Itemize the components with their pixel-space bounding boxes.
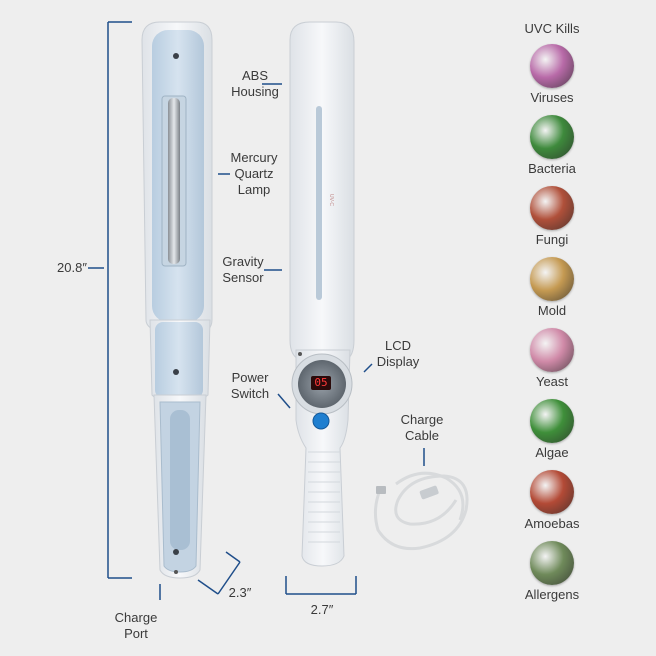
yeast-icon (530, 328, 574, 372)
svg-text:UV-C: UV-C (328, 194, 334, 206)
germ-name: Viruses (530, 90, 574, 105)
germ-item-bacteria: Bacteria (520, 115, 584, 177)
algae-icon (530, 399, 574, 443)
germ-name: Amoebas (524, 516, 580, 531)
fungi-icon (530, 186, 574, 230)
width-dimension-line (159, 551, 241, 600)
length-label: 20.8″ (57, 260, 87, 275)
germ-name: Fungi (535, 232, 569, 247)
depth-label: 2.7″ (310, 602, 334, 617)
width-label: 2.3″ (228, 585, 252, 600)
germ-item-mold: Mold (520, 257, 584, 319)
virus-icon (530, 44, 574, 88)
mold-icon (530, 257, 574, 301)
wand-side-view: UV-C (289, 21, 355, 567)
usb-connector-icon (376, 486, 386, 494)
germ-name: Algae (535, 445, 569, 460)
germ-item-yeast: Yeast (520, 328, 584, 390)
allergen-icon (530, 541, 574, 585)
germ-item-allergens: Allergens (520, 541, 584, 603)
callout-leaders (218, 83, 425, 466)
wand-front-view (141, 21, 213, 579)
amoeba-icon (530, 470, 574, 514)
germ-name: Mold (537, 303, 567, 318)
length-dimension-line (88, 21, 132, 579)
germ-name: Bacteria (528, 161, 576, 176)
depth-dimension-line (285, 576, 357, 595)
germ-item-algae: Algae (520, 399, 584, 461)
germ-item-viruses: Viruses (520, 44, 584, 106)
germ-item-amoebas: Amoebas (520, 470, 584, 532)
bacteria-icon (530, 115, 574, 159)
germ-name: Allergens (524, 587, 580, 602)
germ-name: Yeast (535, 374, 569, 389)
charge-cable (373, 471, 469, 551)
germ-item-fungi: Fungi (520, 186, 584, 248)
uvc-kills-title: UVC Kills (524, 21, 580, 36)
lcd-readout: 05 (314, 376, 328, 389)
